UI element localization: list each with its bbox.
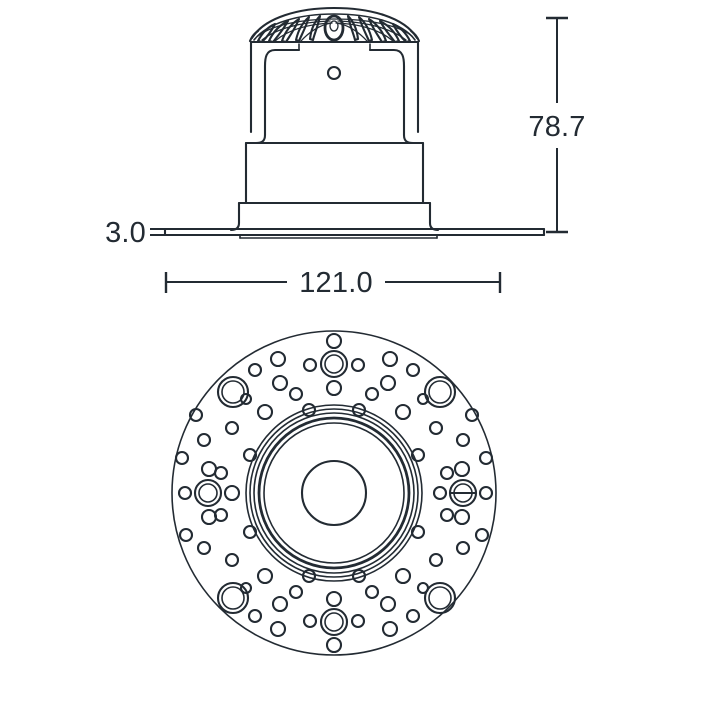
adjustment-screw-slot [432,460,494,526]
reflector-rings [245,404,423,582]
height-dimension-label: 78.7 [528,111,585,143]
housing-vent-hole [326,65,342,81]
width-dimension-label: 121.0 [299,267,373,299]
diagonal-mount-holes [216,375,457,615]
width-dimension: 121.0 [164,267,502,299]
side-elevation-view [163,6,546,239]
diagonal-mount-hole-nw [216,375,250,409]
center-aperture [300,459,368,527]
outer-flange-circle [171,330,497,656]
height-dimension: 78.7 [528,16,585,234]
ceiling-flange-plate [163,227,546,239]
diagonal-mount-hole-ne [423,375,457,409]
bottom-plan-view [171,330,497,656]
flange-thickness-dimension: 3.0 [105,217,176,249]
cardinal-mount-hole-south [302,590,366,654]
flange-thickness-label: 3.0 [105,217,146,249]
driver-housing [249,40,420,134]
diagonal-mount-hole-sw [216,581,250,615]
diagonal-mount-hole-se [423,581,457,615]
cardinal-mount-holes [177,332,494,654]
heat-sink-fins [248,6,421,44]
cardinal-mount-hole-north [302,332,366,397]
inner-can [254,43,415,145]
cardinal-mount-hole-west [177,460,241,526]
perforation-holes [174,350,494,638]
